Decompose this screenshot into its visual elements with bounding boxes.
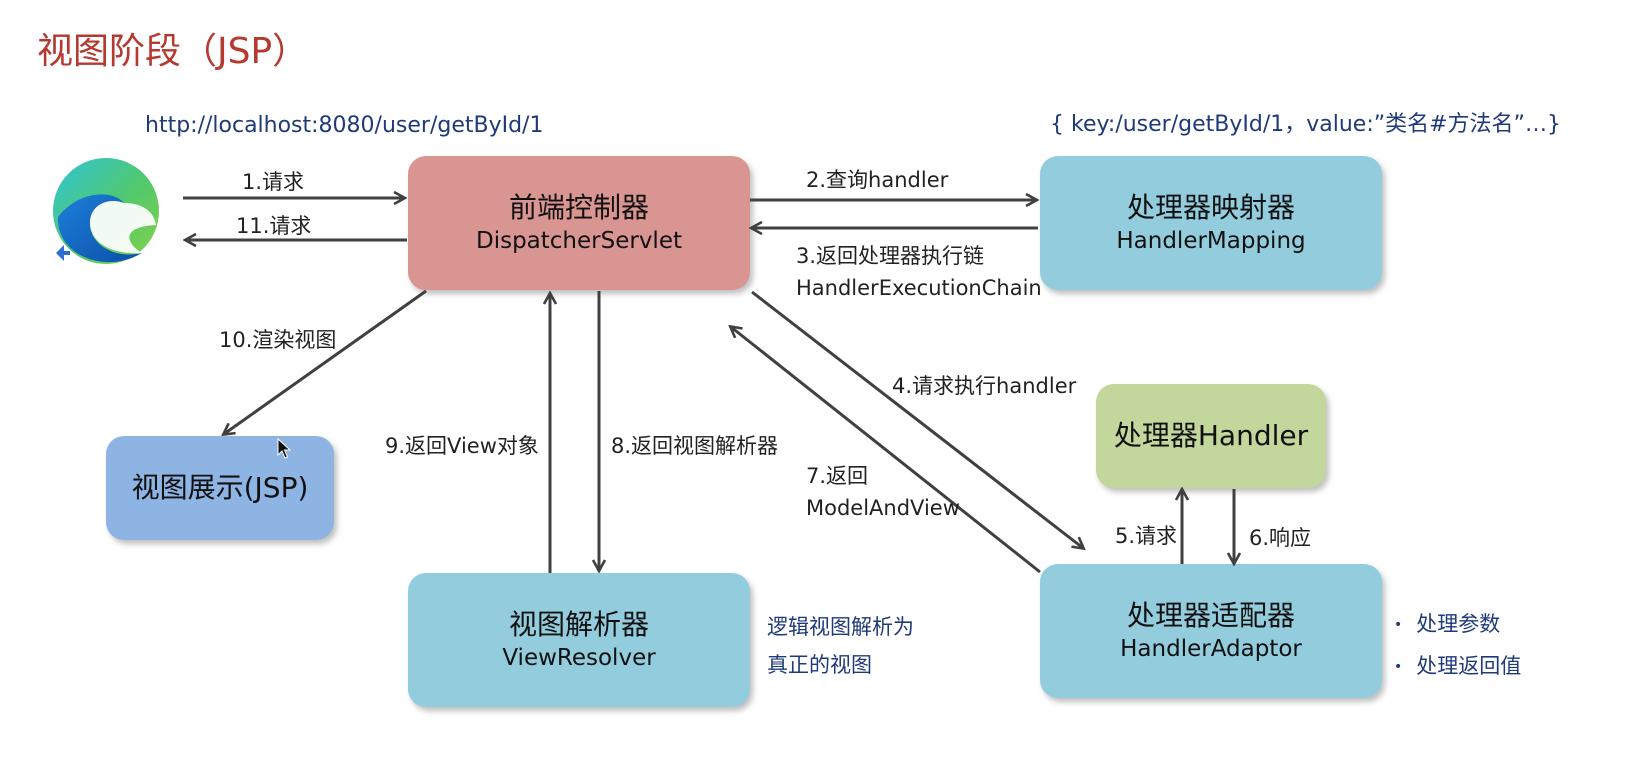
handler-adaptor-box: 处理器适配器 HandlerAdaptor — [1040, 564, 1382, 698]
arrow-10-render-view — [224, 289, 427, 434]
label-1-request: 1.请求 — [242, 170, 305, 194]
label-11-request: 11.请求 — [236, 214, 312, 238]
label-3-chain-name: HandlerExecutionChain — [796, 276, 1042, 300]
resolver-note: 逻辑视图解析为 真正的视图 — [767, 608, 914, 684]
label-7-return: 7.返回 — [806, 464, 869, 488]
label-5-request: 5.请求 — [1115, 524, 1178, 548]
view-resolver-box: 视图解析器 ViewResolver — [408, 573, 750, 707]
adaptor-title: 处理器适配器 — [1126, 599, 1295, 632]
resolver-title: 视图解析器 — [508, 608, 649, 641]
label-4-execute-handler: 4.请求执行handler — [892, 374, 1077, 398]
dispatcher-title: 前端控制器 — [508, 191, 649, 224]
handler-mapping-box: 处理器映射器 HandlerMapping — [1040, 156, 1382, 290]
bullet-dot-icon: • — [1394, 617, 1403, 633]
mouse-cursor-icon — [277, 438, 291, 459]
label-2-query-handler: 2.查询handler — [806, 168, 949, 192]
mapping-title: 处理器映射器 — [1126, 191, 1295, 224]
label-8-to-resolver: 8.返回视图解析器 — [611, 434, 779, 458]
resolver-subtitle: ViewResolver — [502, 645, 656, 671]
view-display-box: 视图展示(JSP) — [106, 436, 334, 540]
resolver-note-line-2: 真正的视图 — [767, 653, 872, 677]
bullet-dot-icon: • — [1394, 659, 1403, 675]
adaptor-bullet-text-1: 处理参数 — [1416, 612, 1501, 636]
adaptor-bullet-2: • 处理返回值 — [1394, 650, 1521, 680]
label-6-response: 6.响应 — [1249, 526, 1312, 550]
dispatcher-subtitle: DispatcherServlet — [475, 228, 682, 254]
label-3-return-chain: 3.返回处理器执行链 — [796, 244, 985, 268]
label-9-return-view: 9.返回View对象 — [385, 434, 539, 458]
page-title: 视图阶段（JSP） — [37, 31, 309, 72]
view-title: 视图展示(JSP) — [131, 471, 309, 504]
mapping-note: { key:/user/getById/1，value:”类名#方法名”…} — [1050, 112, 1561, 137]
label-7-modelandview: ModelAndView — [806, 496, 960, 520]
adaptor-bullet-1: • 处理参数 — [1394, 608, 1500, 638]
arrow-7-return-modelandview — [731, 327, 1041, 574]
resolver-note-line-1: 逻辑视图解析为 — [767, 615, 914, 639]
handler-box: 处理器Handler — [1096, 384, 1326, 488]
arrow-4-execute-handler — [751, 290, 1083, 548]
label-10-render-view: 10.渲染视图 — [219, 328, 337, 352]
mapping-subtitle: HandlerMapping — [1116, 228, 1306, 254]
handler-title: 处理器Handler — [1113, 419, 1309, 452]
edge-browser-icon — [53, 158, 159, 264]
adaptor-subtitle: HandlerAdaptor — [1120, 636, 1302, 662]
adaptor-bullet-text-2: 处理返回值 — [1416, 654, 1522, 678]
request-url: http://localhost:8080/user/getById/1 — [145, 113, 544, 138]
dispatcher-servlet-box: 前端控制器 DispatcherServlet — [408, 156, 750, 290]
